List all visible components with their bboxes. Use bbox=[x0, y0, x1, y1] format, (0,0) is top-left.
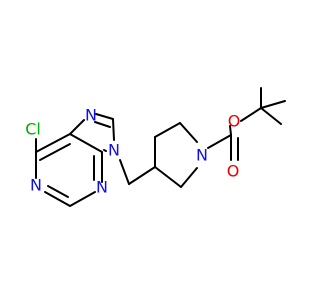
atom-n7: N bbox=[85, 106, 97, 125]
atom-n1: N bbox=[30, 176, 42, 195]
methylene-linker bbox=[119, 159, 156, 185]
atom-n9: N bbox=[108, 141, 120, 160]
boc-group bbox=[207, 87, 286, 161]
atom-cl: Cl bbox=[25, 120, 41, 139]
atom-n3: N bbox=[96, 178, 108, 197]
piperidine-ring bbox=[154, 122, 198, 188]
atom-n-piperidine: N bbox=[196, 146, 208, 165]
pyrimidine-ring bbox=[35, 133, 103, 207]
atom-o-carbonyl: O bbox=[227, 162, 240, 181]
atom-o-ester: O bbox=[228, 112, 241, 131]
molecule-canvas: Cl N N N N N O O bbox=[25, 87, 286, 207]
imidazole-ring bbox=[69, 113, 115, 152]
molecule-structure: Cl N N N N N O O bbox=[25, 87, 286, 207]
